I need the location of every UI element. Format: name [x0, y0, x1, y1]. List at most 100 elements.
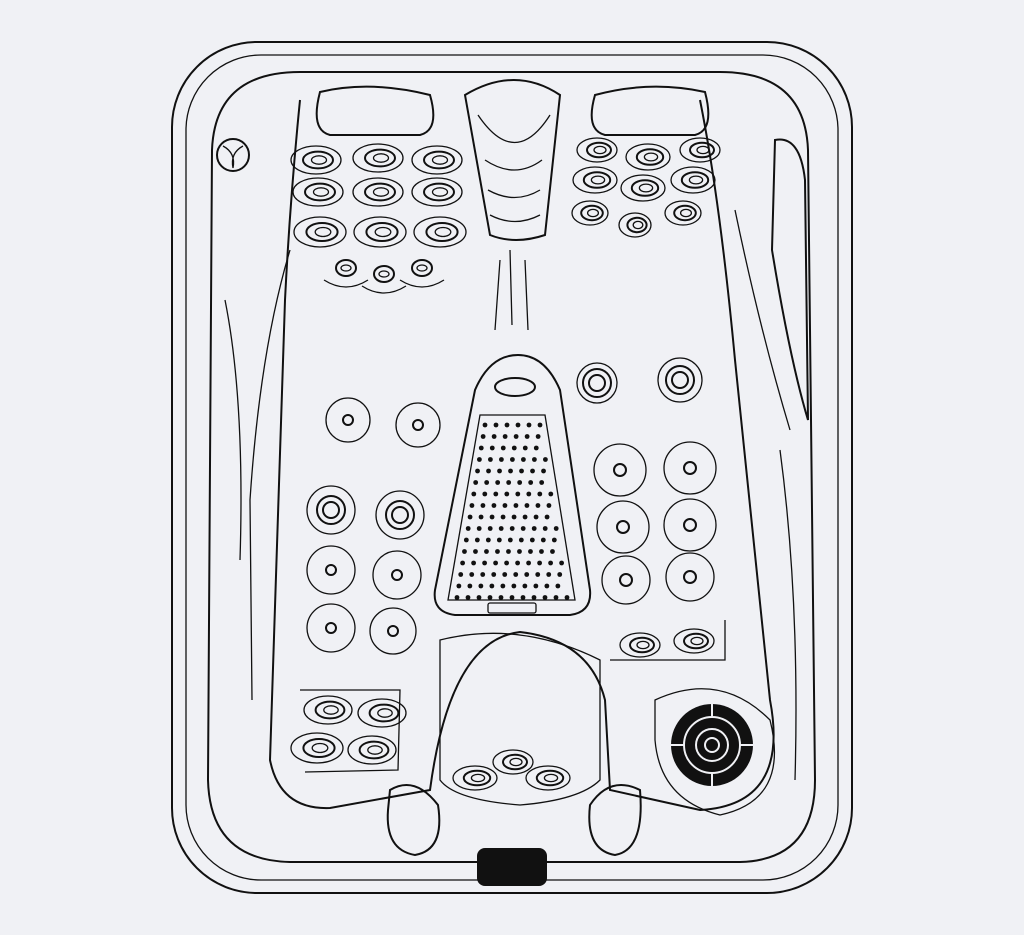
dot	[500, 514, 506, 520]
jet-icon	[306, 485, 356, 535]
jet-icon	[399, 259, 445, 288]
dot	[504, 422, 510, 428]
jet-icon	[411, 177, 463, 207]
dot	[546, 572, 552, 577]
jet-icon	[347, 735, 397, 765]
dot	[515, 560, 520, 566]
jet-icon	[375, 490, 425, 540]
dot	[515, 422, 521, 428]
dot	[550, 549, 555, 554]
jet-icon	[664, 200, 702, 226]
dot	[520, 526, 526, 531]
dot	[486, 468, 491, 474]
dot	[500, 445, 506, 451]
dot	[517, 480, 523, 485]
dot	[478, 514, 484, 520]
dot	[507, 537, 513, 543]
dot	[532, 457, 537, 462]
jet-icon	[303, 695, 353, 725]
dot	[548, 560, 553, 566]
dot	[502, 434, 508, 439]
jet-icon	[663, 498, 717, 552]
dot	[500, 583, 506, 589]
dot	[480, 572, 486, 577]
jet-icon	[670, 166, 716, 194]
dot	[528, 549, 533, 554]
jet-icon	[452, 765, 498, 791]
dot	[487, 526, 493, 531]
dot	[509, 526, 515, 531]
dot	[526, 560, 531, 566]
dot	[499, 457, 504, 462]
dot	[477, 457, 482, 462]
dot	[469, 503, 475, 508]
dot	[510, 457, 515, 462]
jet-icon	[665, 552, 715, 602]
jet-icon	[353, 216, 407, 248]
jet-icon	[413, 216, 467, 248]
dot	[524, 572, 530, 577]
dot	[537, 422, 543, 428]
jet-icon	[372, 550, 422, 600]
dot	[489, 583, 495, 589]
dot	[491, 503, 497, 508]
dot	[526, 491, 532, 497]
dot	[491, 434, 497, 439]
dot	[498, 595, 504, 600]
dot	[537, 491, 543, 497]
jet-icon	[293, 216, 347, 248]
dot	[482, 491, 488, 497]
dot	[537, 560, 542, 566]
dot	[480, 503, 486, 508]
dot	[469, 572, 475, 577]
dot	[463, 537, 469, 543]
dot	[519, 468, 524, 474]
jet-icon	[601, 555, 651, 605]
jet-icon	[620, 174, 666, 202]
dot	[555, 583, 561, 589]
dot	[559, 560, 564, 566]
dot	[535, 434, 541, 439]
jets	[290, 137, 721, 791]
dot	[485, 537, 491, 543]
dot	[509, 595, 515, 600]
dot	[515, 491, 521, 497]
dot	[482, 422, 488, 428]
dot	[543, 457, 548, 462]
jet-icon	[571, 200, 609, 226]
jet-icon	[411, 145, 463, 175]
dot	[491, 572, 497, 577]
dot	[484, 480, 490, 485]
dot	[524, 434, 530, 439]
dot	[522, 583, 528, 589]
jet-icon	[323, 259, 369, 288]
dot	[460, 560, 465, 566]
jet-icon	[572, 166, 618, 194]
pillow-icon	[590, 85, 710, 136]
dot	[557, 572, 563, 577]
dot	[513, 572, 519, 577]
dot	[495, 480, 501, 485]
dot	[467, 514, 473, 520]
dot	[548, 491, 554, 497]
dot	[517, 549, 522, 554]
jet-icon	[525, 765, 571, 791]
dot	[475, 468, 480, 474]
dot	[535, 572, 541, 577]
dot	[551, 537, 557, 543]
jet-icon	[352, 143, 404, 173]
dot	[539, 480, 545, 485]
dot	[489, 514, 495, 520]
dot	[553, 595, 559, 600]
jet-icon	[306, 603, 356, 653]
dot	[488, 457, 493, 462]
dot	[482, 560, 487, 566]
dot	[454, 595, 460, 600]
dot	[478, 583, 484, 589]
dot	[531, 595, 537, 600]
dot-grid	[454, 422, 570, 600]
dot	[478, 445, 484, 451]
dot	[473, 549, 478, 554]
dot	[489, 445, 495, 451]
dot	[528, 480, 534, 485]
